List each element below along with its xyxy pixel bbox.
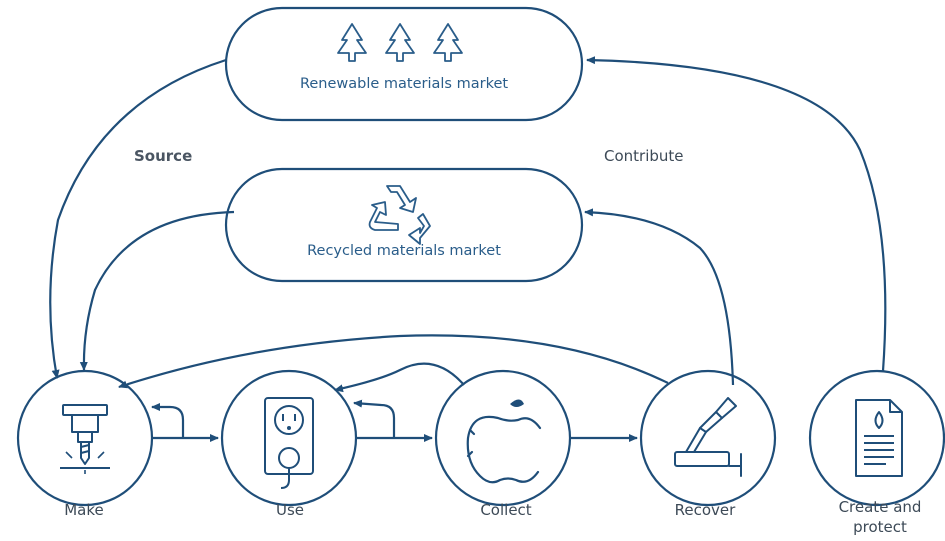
apple-logo-icon: [466, 399, 542, 484]
use-label: Use: [275, 501, 305, 519]
recycled-to-make-arrow: [79, 210, 235, 371]
source-arrow: [49, 58, 227, 379]
contribute-label: Contribute: [604, 147, 684, 165]
recycle-icon: [368, 185, 431, 245]
create-protect-label-line2: protect: [853, 518, 907, 536]
make-stage-circle: [16, 369, 154, 507]
renewable-market-pill: [224, 6, 584, 122]
recycled-market-pill: [224, 167, 584, 283]
source-label: Source: [134, 147, 193, 165]
robot-arm-icon: [674, 397, 742, 477]
make-label: Make: [64, 501, 104, 519]
document-icon: [855, 399, 903, 477]
recover-to-recycled-arrow: [584, 208, 735, 386]
recover-stage-circle: [639, 369, 777, 507]
drill-icon: [60, 404, 110, 474]
make-loop-arrow: [151, 403, 185, 438]
create-protect-label-line1: Create and: [838, 498, 922, 516]
outlet-icon: [264, 397, 314, 489]
tree-icon: [337, 23, 463, 62]
create-protect-stage-circle: [808, 369, 945, 507]
recover-label: Recover: [674, 501, 736, 519]
contribute-arrow: [586, 56, 887, 372]
recycled-market-label: Recycled materials market: [307, 243, 501, 259]
use-loop-arrow: [353, 399, 396, 438]
collect-label: Collect: [480, 501, 532, 519]
recover-to-make-arrow: [118, 334, 669, 389]
renewable-market-label: Renewable materials market: [299, 76, 509, 92]
collect-to-use-arrow: [334, 362, 465, 393]
collect-stage-circle: [434, 369, 572, 507]
